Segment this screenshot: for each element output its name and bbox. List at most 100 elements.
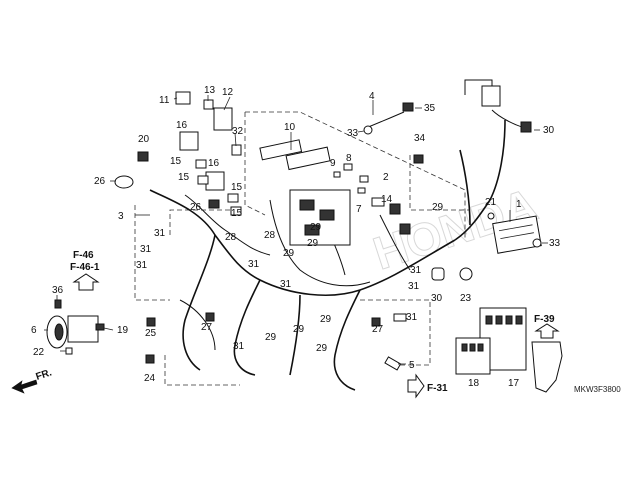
parts — [46, 85, 563, 393]
front-label: FR. — [35, 367, 54, 383]
clip-27a — [205, 312, 215, 322]
leader-lines — [44, 95, 548, 365]
callout-27b: 27 — [372, 324, 384, 335]
group-outlines — [134, 111, 470, 386]
callout-4: 4 — [369, 91, 375, 102]
callout-31c: 31 — [136, 260, 148, 271]
callout-18: 18 — [468, 378, 480, 389]
callout-31a: 31 — [154, 228, 166, 239]
callout-6: 6 — [31, 325, 37, 336]
callout-31h: 31 — [406, 312, 418, 323]
screw-21 — [487, 212, 495, 220]
clip-15c — [227, 193, 239, 203]
clip-15b — [197, 175, 209, 185]
fastener-2 — [359, 175, 369, 183]
reference-f46: F-46 F-46-1 — [70, 250, 100, 291]
clip-24 — [145, 354, 155, 364]
callout-35: 35 — [424, 103, 436, 114]
nut-33a — [363, 125, 373, 135]
callout-25: 25 — [145, 328, 157, 339]
callout-23: 23 — [460, 293, 472, 304]
callout-29b: 29 — [310, 222, 322, 233]
callout-31f: 31 — [410, 265, 422, 276]
connector-block-b — [319, 209, 335, 221]
clip-27b — [371, 317, 381, 327]
connector-block-a — [299, 199, 315, 211]
clip-15d — [230, 206, 242, 216]
callout-28a: 28 — [225, 232, 237, 243]
callout-29h: 29 — [316, 343, 328, 354]
fuse-box-10 — [259, 139, 331, 171]
clip-5 — [384, 356, 402, 371]
callout-29e: 29 — [265, 332, 277, 343]
callout-34: 34 — [414, 133, 426, 144]
callout-2: 2 — [383, 172, 389, 183]
callout-15d: 15 — [231, 208, 243, 219]
callout-31i: 31 — [248, 259, 260, 270]
connector-19 — [95, 323, 105, 331]
callout-31g: 31 — [408, 281, 420, 292]
callout-27a: 27 — [201, 322, 213, 333]
clip-15a — [195, 159, 207, 169]
horn-bracket — [67, 315, 99, 343]
connector-29c — [399, 223, 411, 235]
callout-15b: 15 — [178, 172, 190, 183]
ecu-1 — [492, 215, 542, 254]
diagram-code: MKW3F3800 — [574, 385, 621, 394]
callout-29c: 29 — [307, 238, 319, 249]
callout-15a: 15 — [170, 156, 182, 167]
callout-33b: 33 — [549, 238, 561, 249]
bolt-23 — [459, 267, 473, 281]
callout-29a: 29 — [432, 202, 444, 213]
front-arrow-icon — [11, 379, 38, 394]
cover-f39 — [531, 341, 563, 393]
ref-f39-label: F-39 — [534, 314, 555, 325]
reference-f31: F-31 — [407, 373, 448, 399]
fastener-9 — [333, 171, 341, 178]
module-17 — [479, 307, 527, 371]
callout-16a: 16 — [176, 120, 188, 131]
callout-16b: 16 — [208, 158, 220, 169]
clip-34 — [413, 154, 424, 164]
callout-29g: 29 — [320, 314, 332, 325]
connector-30a — [520, 121, 532, 133]
callout-15c: 15 — [231, 182, 243, 193]
bolt-22 — [65, 347, 73, 355]
callout-labels: 1 2 3 4 5 6 7 8 9 10 11 12 13 14 15 15 1… — [31, 85, 561, 389]
ref-f31-label: F-31 — [427, 383, 448, 394]
connector-29b — [389, 203, 401, 215]
main-harness — [149, 79, 526, 391]
callout-8: 8 — [346, 153, 352, 164]
callout-26a: 26 — [94, 176, 106, 187]
up-arrow-icon — [72, 273, 100, 291]
clip-25 — [146, 317, 156, 327]
module-18 — [455, 337, 491, 375]
callout-5: 5 — [409, 360, 415, 371]
ref-f46-label: F-46 — [73, 250, 94, 261]
callout-10: 10 — [284, 122, 296, 133]
callout-11: 11 — [159, 95, 170, 106]
callout-14: 14 — [381, 194, 393, 205]
callout-31b: 31 — [140, 244, 152, 255]
connector-26b — [208, 199, 220, 209]
connector-block-c — [304, 224, 320, 236]
callout-28b: 28 — [264, 230, 276, 241]
callout-26b: 26 — [190, 202, 202, 213]
right-arrow-icon — [407, 373, 425, 399]
callout-21: 21 — [485, 197, 497, 208]
grommet-30b — [431, 267, 445, 281]
callout-3: 3 — [118, 211, 124, 222]
connector-upper-right — [481, 85, 501, 107]
relay-11 — [175, 91, 191, 105]
relay-16a — [179, 131, 199, 151]
callout-29d: 29 — [283, 248, 295, 259]
callout-32: 32 — [232, 126, 244, 137]
bracket-4 — [365, 111, 405, 129]
callout-36: 36 — [52, 285, 64, 296]
callout-17: 17 — [508, 378, 520, 389]
front-marker: FR. — [11, 367, 54, 394]
clip-31 — [393, 313, 407, 322]
callout-7: 7 — [356, 204, 362, 215]
callout-29f: 29 — [293, 324, 305, 335]
